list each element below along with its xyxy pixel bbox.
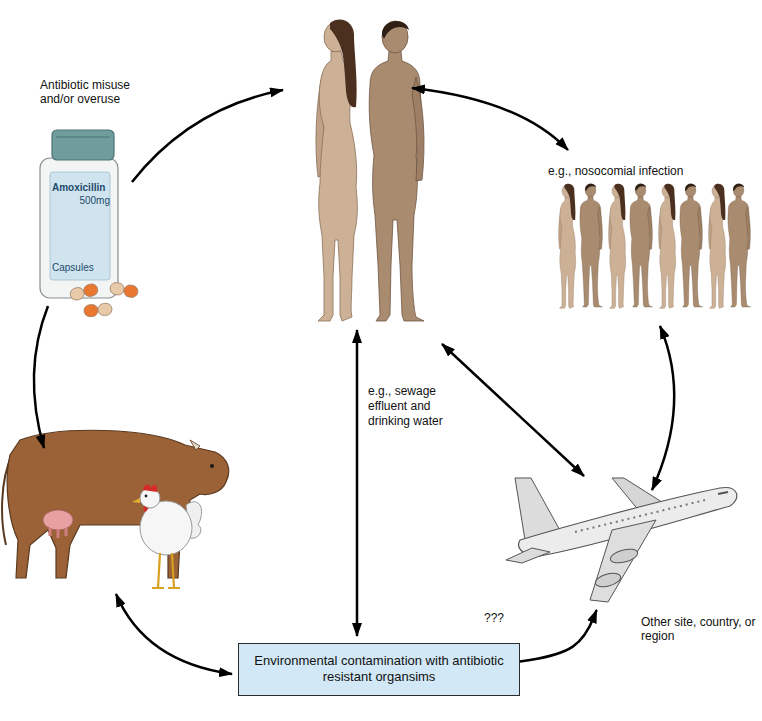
airplane-node: Other site, country, or region [505,468,740,610]
airplane [506,478,737,602]
node-heading: Antibiotic misuse and/or overuse [40,78,152,107]
box-text: Environmental contamination with antibio… [247,653,511,684]
arrow-note: e.g., nosocomial infection [548,164,718,179]
crowd-of-people [559,184,751,309]
pill-bottle [40,130,139,317]
cow [2,430,229,578]
human-couple [316,20,424,321]
process-box: Environmental contamination with antibio… [238,643,520,696]
drug-name: Amoxicillin [52,182,114,194]
edge-label: ??? [482,611,506,626]
drug-form: Capsules [52,262,110,274]
drug-dose: 500mg [52,195,110,207]
medicine-bottle-node: Antibiotic misuse and/or overuseAmoxicil… [38,76,156,302]
arrow-note: e.g., sewage effluent and drinking water [368,384,472,429]
connector-arrow [520,610,597,662]
connectors [520,610,597,662]
chicken [132,485,202,589]
place-label: Other site, country, or region [641,615,757,644]
